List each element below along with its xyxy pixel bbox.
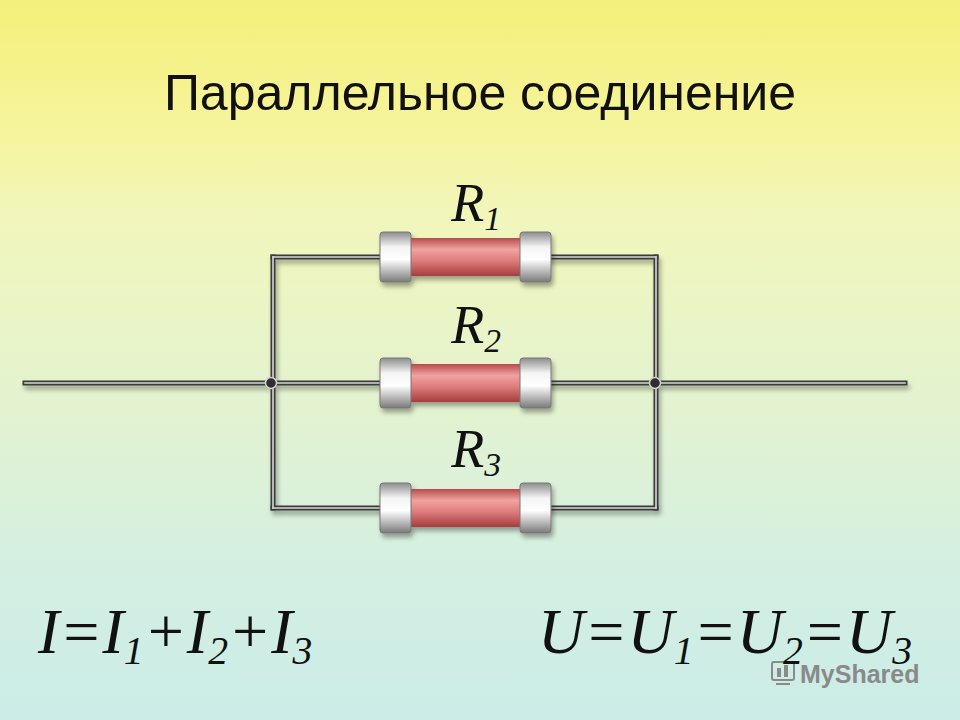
watermark: MyShared [800, 660, 919, 689]
formula: I=I1+I2+I3 [38, 600, 312, 672]
resistor-symbol [380, 483, 551, 533]
resistor-cap [520, 483, 551, 533]
part-name: R2 [451, 298, 501, 358]
resistor-body [410, 489, 522, 527]
slide-title: Параллельное соединение [0, 64, 960, 122]
resistor-body [410, 364, 522, 402]
junction-dot [650, 378, 661, 389]
part-name: R3 [451, 422, 501, 482]
resistor-cap [520, 232, 551, 282]
resistor-cap [520, 358, 551, 408]
resistor-symbol [380, 358, 551, 408]
resistor-symbol [380, 232, 551, 282]
junction-dot [266, 378, 277, 389]
resistor-cap [380, 358, 411, 408]
resistor-cap [380, 483, 411, 533]
resistor-body [410, 238, 522, 276]
wire [25, 257, 905, 508]
resistor-cap [380, 232, 411, 282]
junction-dot [266, 378, 661, 389]
part-name: R1 [451, 176, 501, 236]
resistor-symbol [380, 232, 551, 533]
